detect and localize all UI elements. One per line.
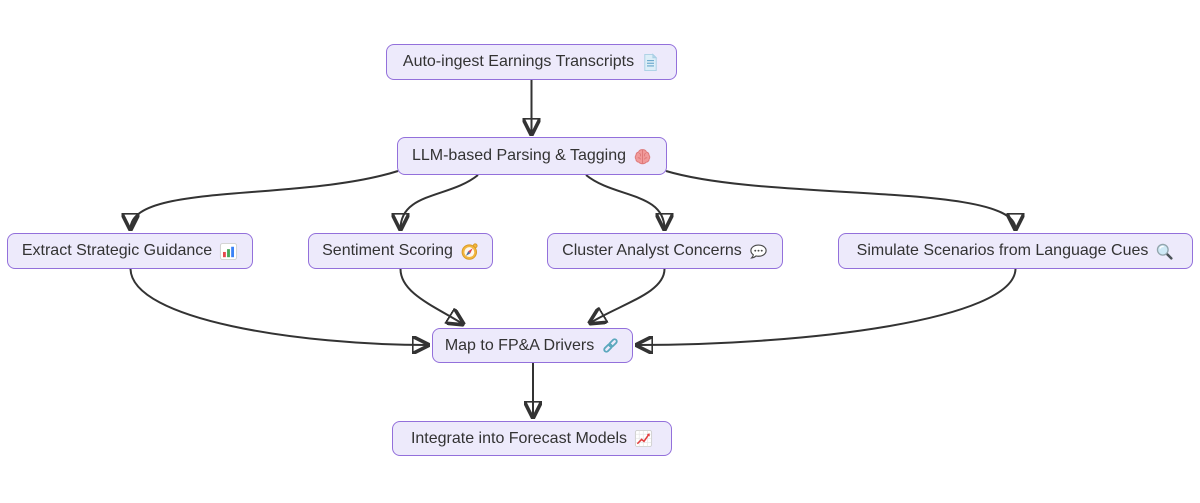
link-icon — [603, 338, 618, 353]
edge-parse-sentiment — [401, 174, 479, 229]
compass-icon — [461, 242, 478, 260]
node-extract-strategic-guidance: Extract Strategic Guidance — [7, 233, 253, 269]
node-cluster-analyst-concerns: Cluster Analyst Concerns — [547, 233, 783, 269]
node-label: Integrate into Forecast Models — [410, 429, 628, 447]
edge-cluster-map — [590, 268, 666, 323]
chart-up-icon — [634, 429, 653, 448]
node-simulate-scenarios: Simulate Scenarios from Language Cues — [838, 233, 1193, 269]
node-integrate-forecast-models: Integrate into Forecast Models — [392, 421, 672, 456]
edge-parse-simulate — [665, 170, 1016, 229]
edge-parse-extract — [131, 170, 399, 229]
brain-icon — [634, 148, 651, 164]
document-icon — [644, 52, 658, 71]
node-label: Sentiment Scoring — [322, 242, 453, 259]
node-label: Extract Strategic Guidance — [21, 242, 213, 259]
node-auto-ingest-transcripts: Auto-ingest Earnings Transcripts — [386, 44, 677, 80]
edge-parse-cluster — [585, 174, 665, 229]
magnifier-icon — [1157, 243, 1173, 260]
edge-sentiment-map — [399, 268, 464, 324]
node-llm-parsing-tagging: LLM-based Parsing & Tagging — [397, 137, 667, 175]
node-label: LLM-based Parsing & Tagging — [411, 147, 627, 164]
node-sentiment-scoring: Sentiment Scoring — [308, 233, 493, 269]
bar-chart-icon — [220, 242, 238, 260]
node-label: Simulate Scenarios from Language Cues — [856, 242, 1149, 259]
node-label: Auto-ingest Earnings Transcripts — [402, 53, 635, 70]
edge-simulate-map — [637, 268, 1017, 345]
edge-extract-map — [129, 268, 429, 345]
node-label: Cluster Analyst Concerns — [562, 242, 742, 259]
speech-bubble-icon — [749, 243, 767, 259]
node-map-fpa-drivers: Map to FP&A Drivers — [432, 328, 633, 363]
node-label: Map to FP&A Drivers — [444, 336, 595, 354]
